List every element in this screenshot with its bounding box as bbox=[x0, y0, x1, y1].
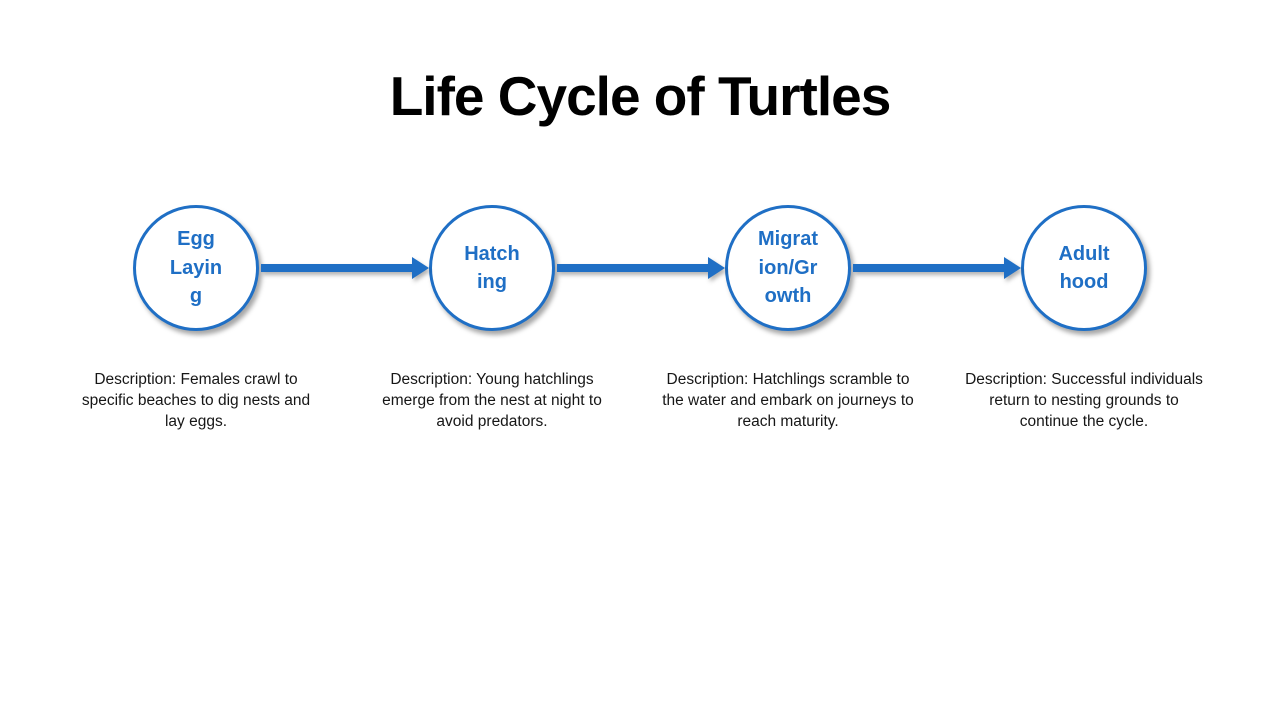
stage-circle-egg-laying: Egg Laying bbox=[133, 205, 259, 331]
stage-circle-hatching: Hatching bbox=[429, 205, 555, 331]
slide-title: Life Cycle of Turtles bbox=[389, 65, 892, 127]
arrow-shaft bbox=[557, 264, 708, 272]
stage-description-egg-laying: Description: Females crawl to specific b… bbox=[81, 371, 311, 431]
arrow-head-icon bbox=[1004, 257, 1021, 279]
stage-label-migration-growth: Migration/Growth bbox=[758, 228, 818, 308]
stage-circle-adulthood: Adulthood bbox=[1021, 205, 1147, 331]
flow-arrow-3 bbox=[853, 257, 1021, 279]
arrow-head-icon bbox=[412, 257, 429, 279]
stage-egg-laying: Egg Laying Description: Females crawl to… bbox=[48, 205, 344, 432]
stage-description-hatching: Description: Young hatchlings emerge fro… bbox=[382, 371, 602, 431]
stage-adulthood: Adulthood Description: Successful indivi… bbox=[936, 205, 1232, 432]
stage-description-migration-growth: Description: Hatchlings scramble to the … bbox=[662, 371, 914, 431]
arrow-shaft bbox=[853, 264, 1004, 272]
arrow-head-icon bbox=[708, 257, 725, 279]
stage-row: Egg Laying Description: Females crawl to… bbox=[48, 205, 1232, 432]
stage-description-adulthood: Description: Successful individuals retu… bbox=[965, 371, 1203, 431]
stage-circle-migration-growth: Migration/Growth bbox=[725, 205, 851, 331]
stage-label-adulthood: Adulthood bbox=[1058, 242, 1110, 293]
arrow-shaft bbox=[261, 264, 412, 272]
stage-label-hatching: Hatching bbox=[464, 242, 520, 293]
flow-arrow-2 bbox=[557, 257, 725, 279]
stage-hatching: Hatching Description: Young hatchlings e… bbox=[344, 205, 640, 432]
stage-label-egg-laying: Egg Laying bbox=[169, 228, 223, 308]
stage-migration-growth: Migration/Growth Description: Hatchlings… bbox=[640, 205, 936, 432]
flow-arrow-1 bbox=[261, 257, 429, 279]
